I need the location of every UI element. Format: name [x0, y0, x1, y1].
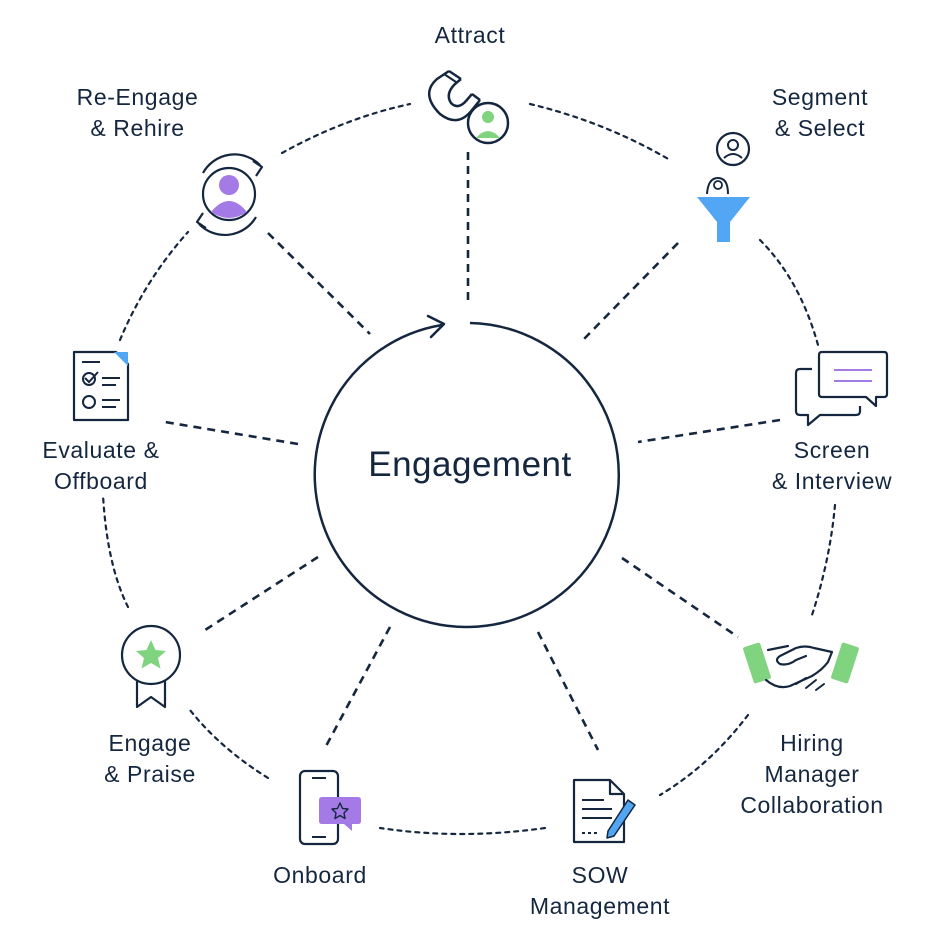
stage-label-line: Re-Engage — [76, 84, 199, 110]
stage-label-rehire: Re-Engage & Rehire — [55, 82, 220, 144]
stage-label-line: Segment — [771, 84, 869, 110]
cycle-person-icon — [195, 153, 264, 237]
stage-label-evaluate: Evaluate & Offboard — [20, 435, 182, 497]
center-title: Engagement — [368, 445, 572, 484]
stage-label-line: & Rehire — [90, 115, 185, 141]
stage-label-line: Management — [529, 893, 671, 919]
stage-label-line: Evaluate & — [42, 437, 160, 463]
funnel-person-icon — [697, 131, 751, 242]
stage-label-hiring: Hiring Manager Collaboration — [722, 728, 902, 821]
stage-label-line: Hiring — [780, 730, 844, 756]
stage-label-onboard: Onboard — [250, 860, 390, 891]
stage-label-attract: Attract — [400, 20, 540, 51]
checklist-icon — [72, 350, 130, 422]
stage-label-line: Onboard — [273, 862, 367, 888]
stage-label-line: & Select — [774, 115, 866, 141]
handshake-icon — [743, 642, 859, 691]
chat-bubbles-icon — [794, 350, 889, 427]
magnet-person-icon — [428, 69, 510, 145]
spokes — [164, 152, 781, 751]
stage-label-line: Offboard — [54, 468, 148, 494]
stage-label-line: SOW — [571, 862, 629, 888]
stage-label-line: & Interview — [771, 468, 893, 494]
stage-label-segment: Segment & Select — [740, 82, 900, 144]
stage-label-line: Screen — [793, 437, 871, 463]
stage-label-line: Manager — [764, 761, 860, 787]
stage-label-praise: Engage & Praise — [80, 728, 220, 790]
stage-label-line: Engage — [108, 730, 192, 756]
stage-label-line: & Praise — [104, 761, 196, 787]
stage-label-line: Collaboration — [740, 792, 884, 818]
outer-ring — [101, 102, 837, 836]
document-pen-icon — [572, 778, 636, 844]
phone-star-icon — [298, 769, 361, 846]
award-badge-icon — [120, 624, 182, 709]
stage-label-line: Attract — [434, 22, 506, 48]
stage-label-sow: SOW Management — [520, 860, 680, 922]
stage-label-screen: Screen & Interview — [752, 435, 912, 497]
center-circle — [313, 314, 621, 629]
